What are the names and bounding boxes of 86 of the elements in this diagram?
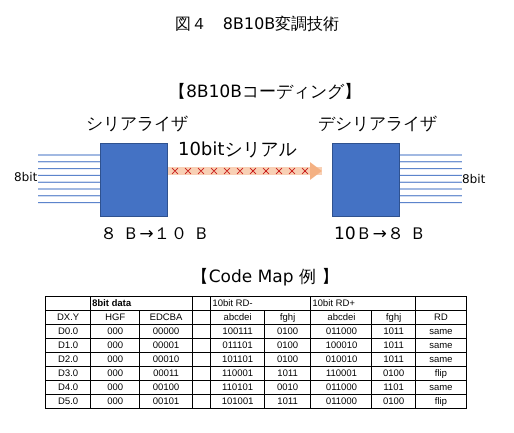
table-cell: 1011	[264, 366, 311, 380]
table-cell: 00011	[140, 366, 192, 380]
table-cell: 0100	[372, 394, 416, 408]
table-cell: 000	[90, 394, 140, 408]
conversion-label: 10Ｂ→８ Ｂ	[334, 223, 426, 245]
table-cell: same	[415, 352, 466, 366]
table-cell: 0010	[264, 380, 311, 394]
table-cell: 000	[90, 352, 140, 366]
column-header: RD	[415, 310, 466, 324]
line	[400, 154, 462, 156]
table-cell: D1.0	[46, 338, 91, 352]
table-cell: 110001	[210, 366, 264, 380]
column-header: HGF	[90, 310, 140, 324]
line	[38, 202, 100, 204]
group-header: 8bit data	[90, 296, 192, 310]
table-cell: same	[415, 380, 466, 394]
table-cell: 100010	[310, 338, 372, 352]
table-cell: same	[415, 338, 466, 352]
column-header: EDCBA	[140, 310, 192, 324]
table-cell: 00101	[140, 394, 192, 408]
table-cell: 0100	[264, 338, 311, 352]
line	[38, 188, 100, 190]
group-header: 10bit RD+	[310, 296, 416, 310]
section-heading: 【8B10Bコーディング】	[168, 81, 362, 103]
line	[400, 202, 462, 204]
table-cell: 011101	[210, 338, 264, 352]
line	[38, 195, 100, 196]
line	[400, 188, 462, 190]
line	[38, 182, 100, 183]
group-header: 10bit RD-	[210, 296, 311, 310]
table-cell: 011000	[310, 380, 372, 394]
table-cell: 00001	[140, 338, 192, 352]
table-cell: same	[415, 324, 466, 338]
edge-label: 10bitシリアル	[178, 138, 296, 161]
bit-width-label: 8bit	[14, 170, 38, 184]
block-heading: デシリアライザ	[318, 113, 437, 135]
column-header: fghj	[372, 310, 416, 324]
table-cell: 000	[90, 366, 140, 380]
figure-title: 図４ 8B10B変調技術	[174, 14, 340, 35]
table-cell: D2.0	[46, 352, 91, 366]
table-cell: D4.0	[46, 380, 91, 394]
table-cell: 011000	[310, 324, 372, 338]
table-cell: 1011	[372, 338, 416, 352]
table-cell: 110101	[210, 380, 264, 394]
table-cell: D0.0	[46, 324, 91, 338]
table-cell: 000	[90, 338, 140, 352]
table-cell: 000	[90, 324, 140, 338]
line	[38, 161, 100, 162]
line	[400, 174, 462, 176]
line	[38, 174, 100, 176]
table-cell: D5.0	[46, 394, 91, 408]
table-cell: 1011	[264, 394, 311, 408]
table-cell: 1011	[372, 352, 416, 366]
section-heading: 【Code Map 例 】	[190, 266, 340, 288]
table-cell: 110001	[310, 366, 372, 380]
table-cell: flip	[415, 366, 466, 380]
conversion-label: ８ Ｂ→１０ Ｂ	[100, 223, 210, 245]
table-cell: 0100	[264, 352, 311, 366]
table-cell: 000	[90, 380, 140, 394]
column-header: fghj	[264, 310, 311, 324]
table-cell: 011000	[310, 394, 372, 408]
bit-width-label: 8bit	[462, 172, 486, 186]
line	[38, 154, 100, 156]
table-cell: 010010	[310, 352, 372, 366]
table-cell: 00000	[140, 324, 192, 338]
table-cell: 00100	[140, 380, 192, 394]
table-cell: 101101	[210, 352, 264, 366]
table-cell: 101001	[210, 394, 264, 408]
table-cell: 100111	[210, 324, 264, 338]
arrow	[168, 162, 322, 180]
line	[400, 195, 462, 196]
table-cell: 0100	[264, 324, 311, 338]
table-cell: 1101	[372, 380, 416, 394]
line	[38, 168, 100, 170]
table-cell: flip	[415, 394, 466, 408]
table-cell: 00010	[140, 352, 192, 366]
table-cell: 0100	[372, 366, 416, 380]
block-heading: シリアライザ	[86, 113, 188, 135]
column-header: DX.Y	[46, 310, 91, 324]
line	[400, 168, 462, 170]
line	[400, 182, 462, 183]
table-cell: D3.0	[46, 366, 91, 380]
column-header: abcdei	[210, 310, 264, 324]
table-cell: 1011	[372, 324, 416, 338]
line	[400, 161, 462, 162]
column-header: abcdei	[310, 310, 372, 324]
